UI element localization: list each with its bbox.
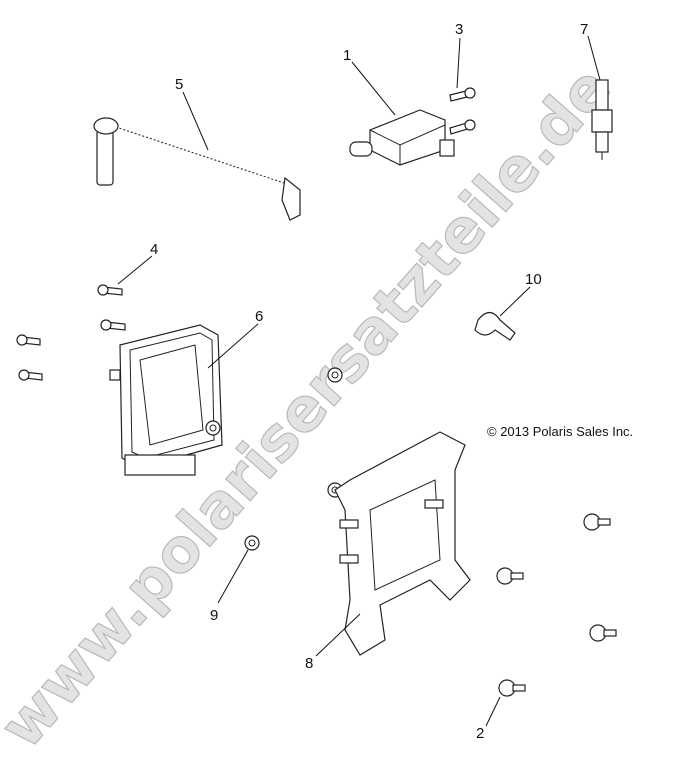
callout-5: 5	[175, 76, 183, 93]
part-7-spark-plug	[591, 79, 613, 160]
part-4-bolts	[16, 284, 126, 381]
part-5-ignition-lead	[93, 117, 301, 221]
callout-6: 6	[255, 308, 263, 325]
part-6-ecu	[109, 324, 223, 476]
part-2-screws	[496, 513, 617, 697]
callout-3: 3	[455, 21, 463, 38]
callout-1: 1	[343, 47, 351, 64]
copyright-notice: © 2013 Polaris Sales Inc.	[487, 424, 634, 439]
watermark: www.polarisersatzteile.de	[0, 53, 625, 757]
callout-2: 2	[476, 725, 484, 742]
part-10-clamp	[474, 311, 516, 341]
callout-9: 9	[210, 607, 218, 624]
part-3-bolts	[449, 87, 476, 135]
part-8-bracket	[334, 431, 471, 656]
leader-lines	[117, 35, 601, 727]
callout-7: 7	[580, 21, 588, 38]
part-1-ignition-coil	[349, 109, 455, 166]
callout-10: 10	[525, 271, 542, 288]
callout-4: 4	[150, 241, 158, 258]
callout-8: 8	[305, 655, 313, 672]
